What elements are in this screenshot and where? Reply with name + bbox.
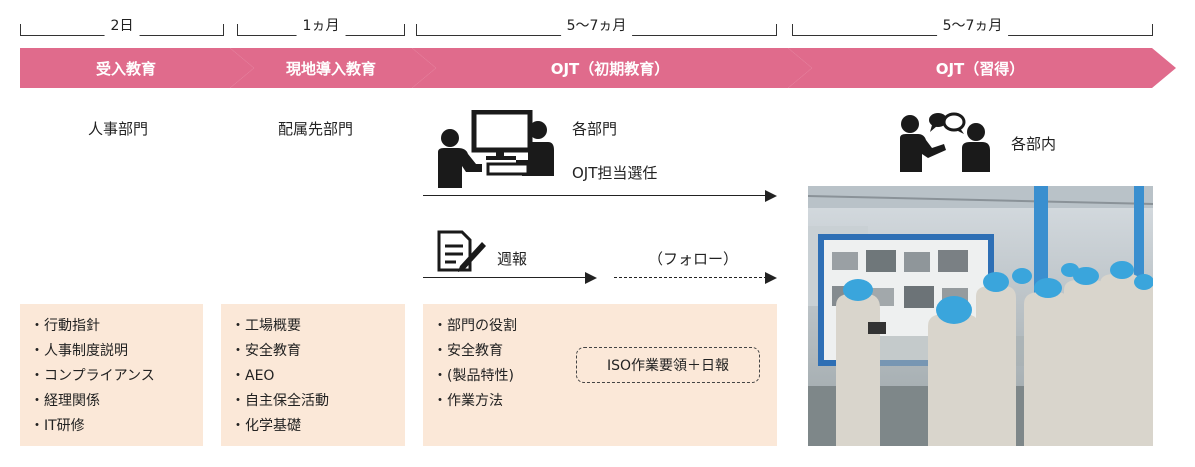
dept-each: 各部門 (572, 118, 617, 139)
list-item: ・部門の役割 (433, 314, 777, 339)
phase-label: 現地導入教育 (286, 58, 376, 79)
list-item: ・行動指針 (30, 314, 203, 339)
phase-label: 受入教育 (96, 58, 156, 79)
follow-up-arrow (614, 272, 777, 284)
duration-bracket-1: 2日 (20, 14, 224, 38)
list-item: ・コンプライアンス (30, 364, 203, 389)
person-at-computer-icon (436, 110, 556, 190)
duration-bracket-3: 5〜7ヵ月 (416, 14, 777, 38)
duration-label: 2日 (105, 16, 140, 36)
iso-note-label: ISO作業要領＋日報 (607, 355, 729, 375)
phase-chevron-ojt-initial: OJT（初期教育） (412, 48, 812, 88)
people-discussion-icon (898, 108, 1002, 172)
list-item: ・化学基礎 (231, 414, 405, 439)
factory-training-photo (808, 186, 1153, 446)
weekly-report-arrow (423, 272, 597, 284)
ojt-assignment-arrow (423, 190, 777, 202)
duration-label: 5〜7ヵ月 (937, 16, 1009, 36)
weekly-report: 週報 (497, 248, 527, 269)
duration-label: 1ヵ月 (297, 16, 346, 36)
list-item: ・工場概要 (231, 314, 405, 339)
list-item: ・安全教育 (231, 339, 405, 364)
list-item: ・AEO (231, 364, 405, 389)
phase-label: OJT（初期教育） (551, 58, 670, 79)
phase-label: OJT（習得） (936, 58, 1025, 79)
dept-assigned: 配属先部門 (278, 118, 353, 139)
phase-chevron-reception: 受入教育 (20, 48, 254, 88)
duration-bracket-4: 5〜7ヵ月 (792, 14, 1153, 38)
duration-bracket-2: 1ヵ月 (237, 14, 405, 38)
list-item: ・経理関係 (30, 389, 203, 414)
list-item: ・作業方法 (433, 389, 777, 414)
list-item: ・自主保全活動 (231, 389, 405, 414)
iso-note-box: ISO作業要領＋日報 (576, 347, 760, 383)
dept-within: 各部内 (1011, 133, 1056, 154)
dept-hr: 人事部門 (88, 118, 148, 139)
site-training-box: ・工場概要 ・安全教育 ・AEO ・自主保全活動 ・化学基礎 (221, 304, 405, 446)
phase-chevron-ojt-mastery: OJT（習得） (788, 48, 1176, 88)
list-item: ・人事制度説明 (30, 339, 203, 364)
report-document-icon (436, 226, 488, 274)
ojt-assignment: OJT担当選任 (572, 162, 657, 183)
hr-training-box: ・行動指針 ・人事制度説明 ・コンプライアンス ・経理関係 ・IT研修 (20, 304, 203, 446)
list-item: ・IT研修 (30, 414, 203, 439)
duration-label: 5〜7ヵ月 (561, 16, 633, 36)
phase-chevron-onsite: 現地導入教育 (230, 48, 436, 88)
follow-up: （フォロー） (648, 248, 738, 269)
